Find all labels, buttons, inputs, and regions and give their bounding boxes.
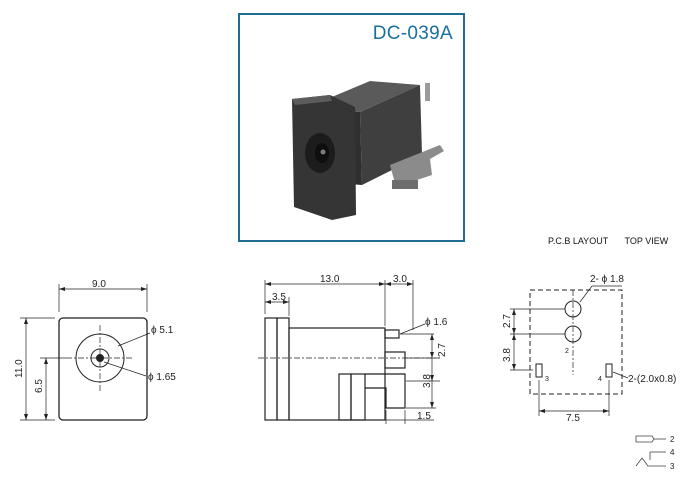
pcb-layout-caption: P.C.B LAYOUT TOP VIEW xyxy=(548,236,682,246)
front-height-label: 11.0 xyxy=(14,359,25,378)
connector-illustration xyxy=(292,81,444,220)
schematic-pin-3-label: 3 xyxy=(670,462,675,471)
pcb-spacing-2-label: 3.8 xyxy=(502,348,513,362)
side-view xyxy=(258,280,440,424)
schematic-switch-icon xyxy=(635,457,666,467)
pcb-slot-leader xyxy=(612,371,629,379)
side-bottom-label: 1.5 xyxy=(417,411,431,422)
side-pitch-a-label: 2.7 xyxy=(437,343,448,357)
pcb-pin-3-label: 3 xyxy=(545,376,549,383)
schematic-pin-2-label: 2 xyxy=(670,435,675,444)
front-body-outline xyxy=(58,317,148,421)
pcb-slots-label: 2-(2.0x0.8) xyxy=(628,374,676,385)
socket-center-pin xyxy=(320,149,326,155)
pin-schematic xyxy=(635,435,666,467)
front-width-label: 9.0 xyxy=(92,279,106,290)
side-top-pin xyxy=(384,329,400,339)
schematic-pin-4-label: 4 xyxy=(670,448,675,457)
side-front-offset-label: 3.5 xyxy=(272,292,286,303)
top-view-title: TOP VIEW xyxy=(624,236,669,246)
side-bent-terminal xyxy=(365,373,406,409)
pcb-layout-view xyxy=(510,285,629,416)
pin-diameter-label: ϕ 1.65 xyxy=(148,372,176,383)
schematic-plug-icon xyxy=(635,435,655,443)
side-inner-wall-2 xyxy=(350,373,366,421)
pcb-spacing-1-label: 2.7 xyxy=(502,314,513,328)
product-image-frame: DC-039A xyxy=(238,13,465,242)
side-rear-offset-label: 3.0 xyxy=(393,274,407,285)
front-center-label: 6.5 xyxy=(34,379,45,393)
side-inner-wall-1 xyxy=(338,373,352,421)
pcb-hole-leader xyxy=(579,285,593,303)
pcb-pin-2-label: 2 xyxy=(565,348,569,355)
model-title: DC-039A xyxy=(372,23,453,44)
pcb-pin-4-label: 4 xyxy=(598,376,602,383)
pcb-layout-title: P.C.B LAYOUT xyxy=(548,236,609,246)
front-view xyxy=(20,284,151,421)
pcb-outline xyxy=(529,289,623,395)
side-length-label: 13.0 xyxy=(320,274,340,285)
side-flange-front xyxy=(264,317,278,421)
bore-diameter-label: ϕ 5.1 xyxy=(151,325,174,336)
side-terminal xyxy=(390,145,444,187)
side-flange-rear xyxy=(276,317,290,421)
side-pitch-b-label: 3.8 xyxy=(422,374,433,388)
pcb-holes-label: 2- ϕ 1.8 xyxy=(590,274,624,285)
pcb-slot-4 xyxy=(605,363,613,378)
side-center-pin xyxy=(384,351,406,369)
pcb-width-label: 7.5 xyxy=(566,413,580,424)
side-pin-diameter-label: ϕ 1.6 xyxy=(425,317,448,328)
pcb-slot-3 xyxy=(535,363,543,378)
side-pin-leader xyxy=(399,323,426,335)
pin-leader xyxy=(103,361,147,377)
bore-leader xyxy=(117,332,151,347)
rear-pin xyxy=(425,83,430,101)
